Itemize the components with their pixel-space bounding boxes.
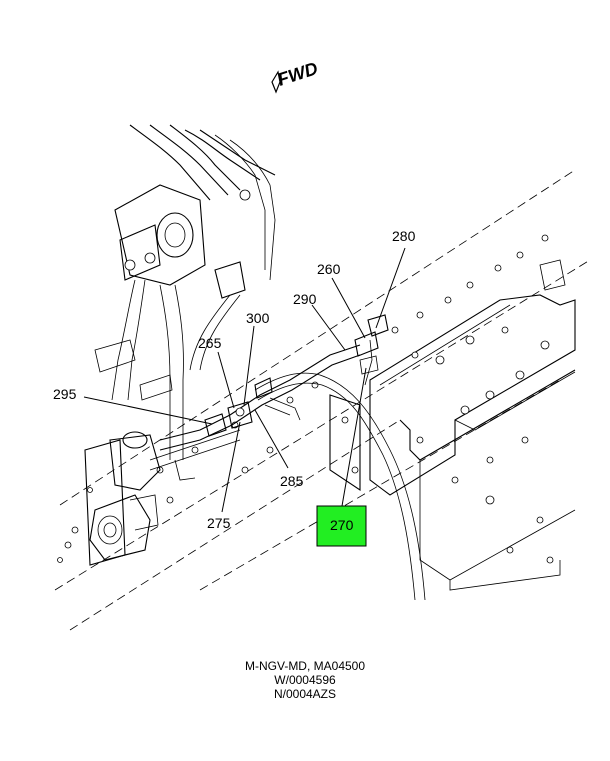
caption-line-3: N/0004AZS bbox=[273, 687, 337, 701]
callout-275[interactable]: 275 bbox=[207, 515, 231, 531]
callout-300[interactable]: 300 bbox=[246, 310, 270, 326]
lower-valve-assembly bbox=[84, 429, 241, 566]
leader-280 bbox=[375, 247, 406, 329]
callout-285[interactable]: 285 bbox=[280, 473, 304, 489]
callout-270-highlight bbox=[316, 505, 367, 547]
crossmember-bracket bbox=[329, 259, 576, 591]
callout-260[interactable]: 260 bbox=[317, 261, 341, 277]
air-lines bbox=[159, 339, 426, 601]
callout-295[interactable]: 295 bbox=[53, 386, 77, 402]
leader-295 bbox=[83, 396, 213, 425]
fwd-label: FWD bbox=[275, 58, 320, 90]
upper-valve-assembly bbox=[94, 124, 276, 460]
fwd-arrow-icon bbox=[271, 70, 281, 94]
callout-290[interactable]: 290 bbox=[293, 291, 317, 307]
leader-270 bbox=[341, 367, 367, 507]
leader-lines bbox=[83, 247, 406, 513]
fittings bbox=[204, 314, 389, 437]
leader-260 bbox=[331, 277, 366, 339]
leader-265 bbox=[217, 351, 235, 409]
leader-275 bbox=[221, 421, 241, 513]
frame-rail bbox=[54, 169, 591, 631]
fwd-indicator: FWD bbox=[271, 58, 320, 94]
callouts: 280 260 290 300 265 295 285 275 270 bbox=[53, 228, 416, 547]
callout-265[interactable]: 265 bbox=[198, 335, 222, 351]
callout-280[interactable]: 280 bbox=[392, 228, 416, 244]
leader-285 bbox=[254, 409, 289, 469]
callout-270[interactable]: 270 bbox=[330, 517, 354, 533]
caption-line-1: M-NGV-MD, MA04500 bbox=[244, 659, 366, 673]
leader-290 bbox=[311, 304, 346, 351]
diagram-caption: M-NGV-MD, MA04500 W/0004596 N/0004AZS bbox=[0, 659, 610, 701]
caption-line-2: W/0004596 bbox=[274, 673, 336, 687]
leader-300 bbox=[243, 325, 255, 406]
